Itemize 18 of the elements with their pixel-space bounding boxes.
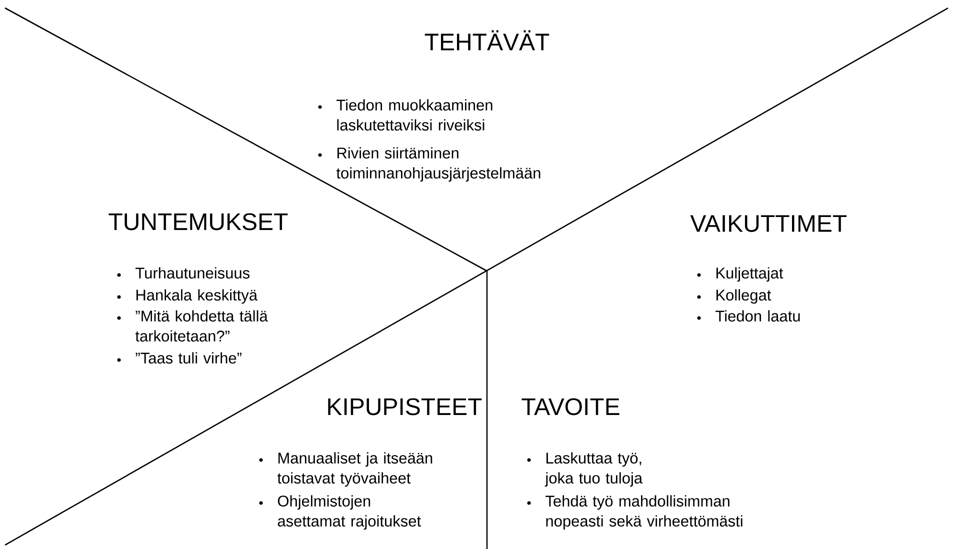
- bullet-text: ”Mitä kohdetta tällä tarkoitetaan?”: [135, 310, 268, 342]
- section-heading: TAVOITE: [522, 398, 620, 416]
- bullet-text: ”Taas tuli virhe”: [136, 352, 242, 364]
- bullet-text: Hankala keskittyä: [136, 289, 258, 304]
- section-heading: TUNTEMUKSET: [108, 213, 288, 230]
- section-heading: VAIKUTTIMET: [690, 215, 847, 232]
- bullet-text: Kuljettajat: [716, 267, 784, 282]
- bullet-text: Kollegat: [716, 289, 772, 304]
- bullet-text: Manuaaliset ja itseään toistavat työvaiheet: [277, 452, 432, 487]
- bullet-text: Ohjelmistojen asettamat rajoitukset: [278, 495, 421, 530]
- section-heading: KIPUPISTEET: [328, 398, 482, 416]
- section-heading: TEHTÄVÄT: [424, 30, 550, 50]
- bullet-text: Laskuttaa työ, joka tuo tuloja: [544, 452, 643, 487]
- bullet-text: Rivien siirtäminen toiminnanohjausjärjestelmään: [336, 147, 540, 182]
- bullet-text: Turhautuneisuus: [136, 267, 250, 279]
- bullet-text: Tiedon muokkaaminen laskutettaviksi riveiksi: [336, 99, 492, 131]
- bullet-text: Tehdä työ mahdollisimman nopeasti sekä virheettömästi: [546, 495, 742, 530]
- bullet-text: Tiedon laatu: [716, 310, 800, 322]
